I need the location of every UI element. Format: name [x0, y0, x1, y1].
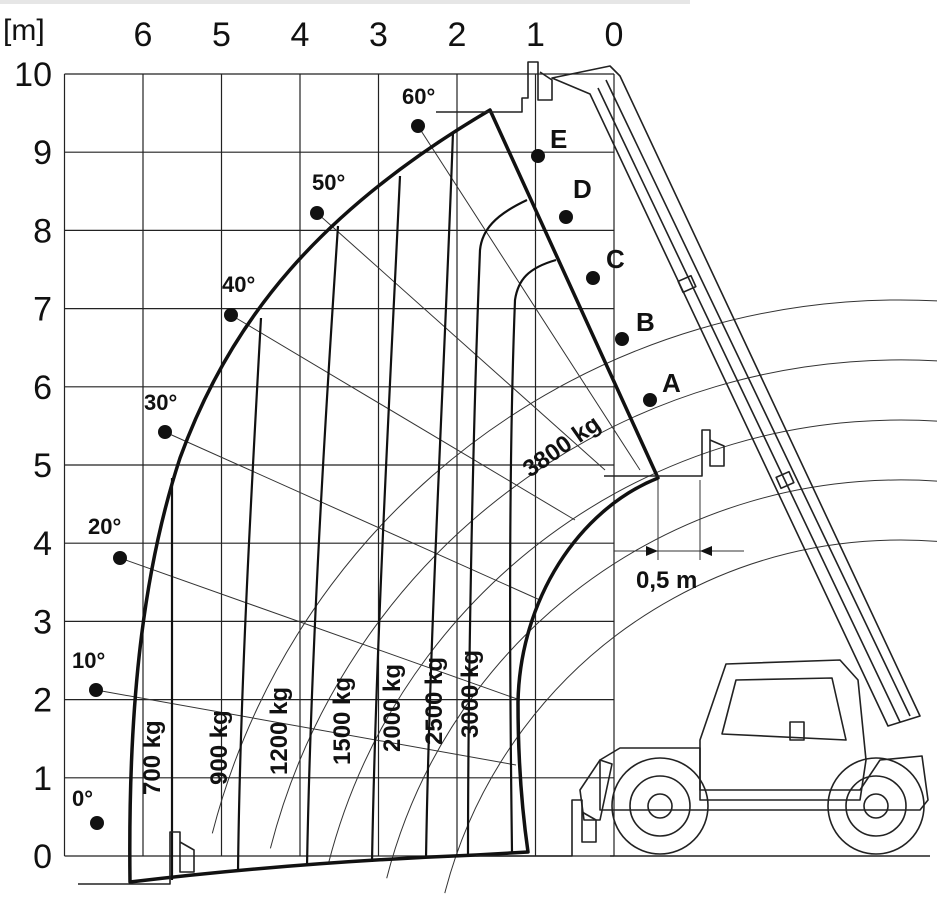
load-boundary-2000-2500 — [424, 131, 455, 859]
fork-bottom-right — [476, 799, 597, 857]
load-boundaries — [170, 131, 557, 880]
zone-label: D — [573, 174, 592, 204]
load-boundary-3000-3800 — [509, 258, 557, 853]
load-label-700: 700 kg — [139, 720, 166, 795]
zone-marker-dot — [615, 332, 629, 346]
x-tick-label: 2 — [448, 16, 467, 54]
load-label-1500: 1500 kg — [329, 677, 356, 765]
load-label-3800: 3800 kg — [518, 410, 606, 483]
load-label-900: 900 kg — [206, 710, 233, 785]
angle-ray — [164, 431, 541, 601]
y-tick-label: 9 — [33, 134, 52, 172]
angle-label: 30° — [144, 390, 177, 415]
zone-marker-dot — [559, 210, 573, 224]
extension-arc — [211, 299, 937, 834]
rear-wheel — [827, 757, 925, 855]
angle-label: 0° — [72, 786, 93, 811]
dimension-half-meter: 0,5 m — [614, 480, 744, 594]
load-boundary-1500-2000 — [370, 175, 402, 863]
y-tick-label: 6 — [33, 369, 52, 407]
header-band — [0, 0, 690, 4]
y-tick-label: 7 — [33, 291, 52, 329]
x-tick-label: 5 — [212, 16, 231, 54]
x-tick-label: 6 — [134, 16, 153, 54]
fork-bottom-left — [78, 831, 195, 885]
extension-arc — [269, 359, 937, 849]
dimension-label: 0,5 m — [636, 567, 697, 594]
front-wheel — [611, 757, 709, 855]
zone-marker-dot — [531, 149, 545, 163]
angle-ray — [417, 125, 641, 471]
fork-mid — [604, 429, 725, 477]
telehandler-machine — [551, 65, 930, 857]
x-tick-label: 4 — [291, 16, 310, 54]
angle-ray — [119, 557, 521, 701]
x-tick-label: 1 — [526, 16, 545, 54]
angle-marker-dot — [158, 425, 172, 439]
extension-arc — [444, 539, 937, 894]
angle-ray — [95, 689, 517, 766]
y-tick-label: 4 — [33, 525, 52, 563]
angle-marker-dot — [411, 119, 425, 133]
angle-label: 60° — [402, 84, 435, 109]
angle-label: 40° — [222, 272, 255, 297]
x-axis-unit: [m] — [3, 14, 45, 47]
zone-label: A — [662, 368, 681, 398]
zone-labels: A B C DE — [531, 124, 681, 407]
x-tick-label: 0 — [605, 16, 624, 54]
load-label-2500: 2500 kg — [421, 657, 448, 745]
angle-marker-dot — [310, 206, 324, 220]
load-boundary-900-1200 — [236, 317, 263, 873]
chassis — [599, 747, 929, 811]
boom-angle-rays — [95, 125, 641, 766]
load-boundary-1200-1500 — [305, 225, 340, 867]
angle-ray — [316, 212, 606, 471]
angle-ray — [230, 314, 576, 521]
extension-arcs — [211, 299, 937, 894]
angle-label: 50° — [312, 170, 345, 195]
angle-label: 10° — [72, 648, 105, 673]
y-tick-label: 10 — [14, 56, 52, 94]
angle-marker-dot — [89, 683, 103, 697]
reach-envelope — [128, 108, 660, 884]
load-label-3000: 3000 kg — [457, 650, 484, 738]
extension-arc — [328, 419, 937, 864]
zone-marker-dot — [643, 393, 657, 407]
fork-top — [436, 61, 553, 113]
angle-marker-dot — [90, 816, 104, 830]
y-tick-label: 5 — [33, 447, 52, 485]
zone-label: E — [550, 124, 567, 154]
zone-marker-dot — [586, 271, 600, 285]
angle-labels: 0° 10° 20° 30° 40° 50° 60° — [72, 84, 435, 830]
y-tick-label: 2 — [33, 682, 52, 720]
x-axis-ticks: 6 5 4 3 2 1 0 — [134, 16, 624, 54]
y-tick-label: 3 — [33, 603, 52, 641]
y-tick-label: 1 — [33, 760, 52, 798]
x-tick-label: 3 — [369, 16, 388, 54]
angle-marker-dot — [224, 308, 238, 322]
y-tick-label: 0 — [33, 838, 52, 876]
boom — [551, 65, 921, 727]
load-label-2000: 2000 kg — [379, 664, 406, 752]
angle-marker-dot — [113, 551, 127, 565]
grid — [63, 73, 615, 857]
load-boundary-2500-3000 — [466, 199, 528, 857]
extension-arc — [386, 479, 937, 879]
zone-label: B — [636, 307, 655, 337]
y-tick-label: 8 — [33, 212, 52, 250]
angle-label: 20° — [88, 514, 121, 539]
zone-label: C — [606, 244, 625, 274]
cab — [699, 659, 867, 801]
load-label-1200: 1200 kg — [266, 687, 293, 775]
